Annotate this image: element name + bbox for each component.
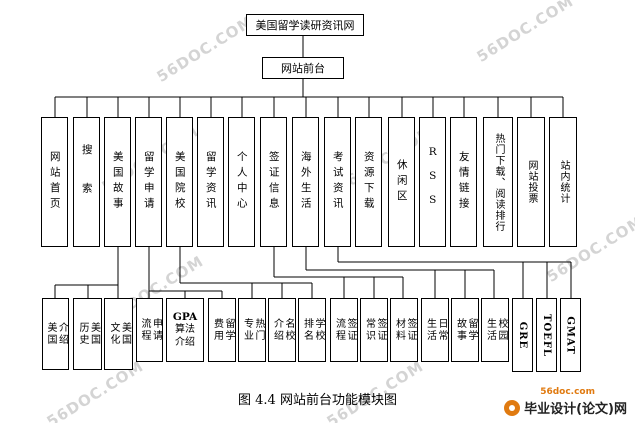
module-us-stories: 美国故事 — [104, 117, 131, 247]
frontend-node: 网站前台 — [262, 57, 344, 79]
module-exam-news: 考试资讯 — [324, 117, 351, 247]
module-study-news: 留学资讯 — [197, 117, 224, 247]
sub-intro-us: 介绍美国 — [42, 298, 69, 370]
figure-caption: 图 4.4 网站前台功能模块图 — [238, 393, 397, 408]
sub-daily-life: 日常生活 — [421, 298, 449, 362]
module-rss: RSS — [419, 117, 446, 247]
brand-name: 毕业设计(论文)网 — [524, 402, 627, 417]
module-leisure: 休闲区 — [388, 117, 415, 247]
brand-url: 56doc.com — [540, 387, 595, 397]
module-site-vote: 网站投票 — [517, 117, 545, 247]
sub-school-ranking: 学校排名 — [298, 298, 326, 362]
sub-visa-knowledge: 签证常识 — [360, 298, 388, 362]
sub-hot-majors: 热门专业 — [238, 298, 266, 362]
sub-campus-life: 校园生活 — [481, 298, 509, 362]
module-personal-center: 个人中心 — [228, 117, 255, 247]
module-resource-download: 资源下载 — [355, 117, 382, 247]
module-visa-info: 签证信息 — [260, 117, 287, 247]
exam-gre: GRE — [512, 298, 533, 372]
module-hot-ranking: 热门下载、阅读排行 — [483, 117, 513, 247]
brand-badge: 毕业设计(论文)网 — [504, 398, 627, 417]
sub-us-history: 美国历史 — [73, 298, 102, 370]
exam-toefl: TOEFL — [536, 298, 557, 372]
root-node: 美国留学读研资讯网 — [246, 14, 364, 36]
module-site-stats: 站内统计 — [549, 117, 577, 247]
brand-logo-icon — [504, 399, 521, 416]
module-application: 留学申请 — [135, 117, 162, 247]
sub-study-cost: 留学费用 — [208, 298, 236, 362]
sub-application-flow: 申请流程 — [136, 298, 163, 362]
module-friend-links: 友情链接 — [450, 117, 477, 247]
sub-visa-materials: 签证材料 — [390, 298, 418, 362]
exam-gmat: GMAT — [560, 298, 581, 372]
sub-us-culture: 美国文化 — [104, 298, 133, 370]
module-search: 搜索 — [73, 117, 100, 247]
module-us-colleges: 美国院校 — [166, 117, 193, 247]
sub-famous-schools: 名校介绍 — [268, 298, 296, 362]
sub-study-stories: 留学故事 — [451, 298, 479, 362]
sub-visa-flow: 签证流程 — [330, 298, 358, 362]
module-home: 网站首页 — [41, 117, 68, 247]
module-overseas-life: 海外生活 — [292, 117, 319, 247]
